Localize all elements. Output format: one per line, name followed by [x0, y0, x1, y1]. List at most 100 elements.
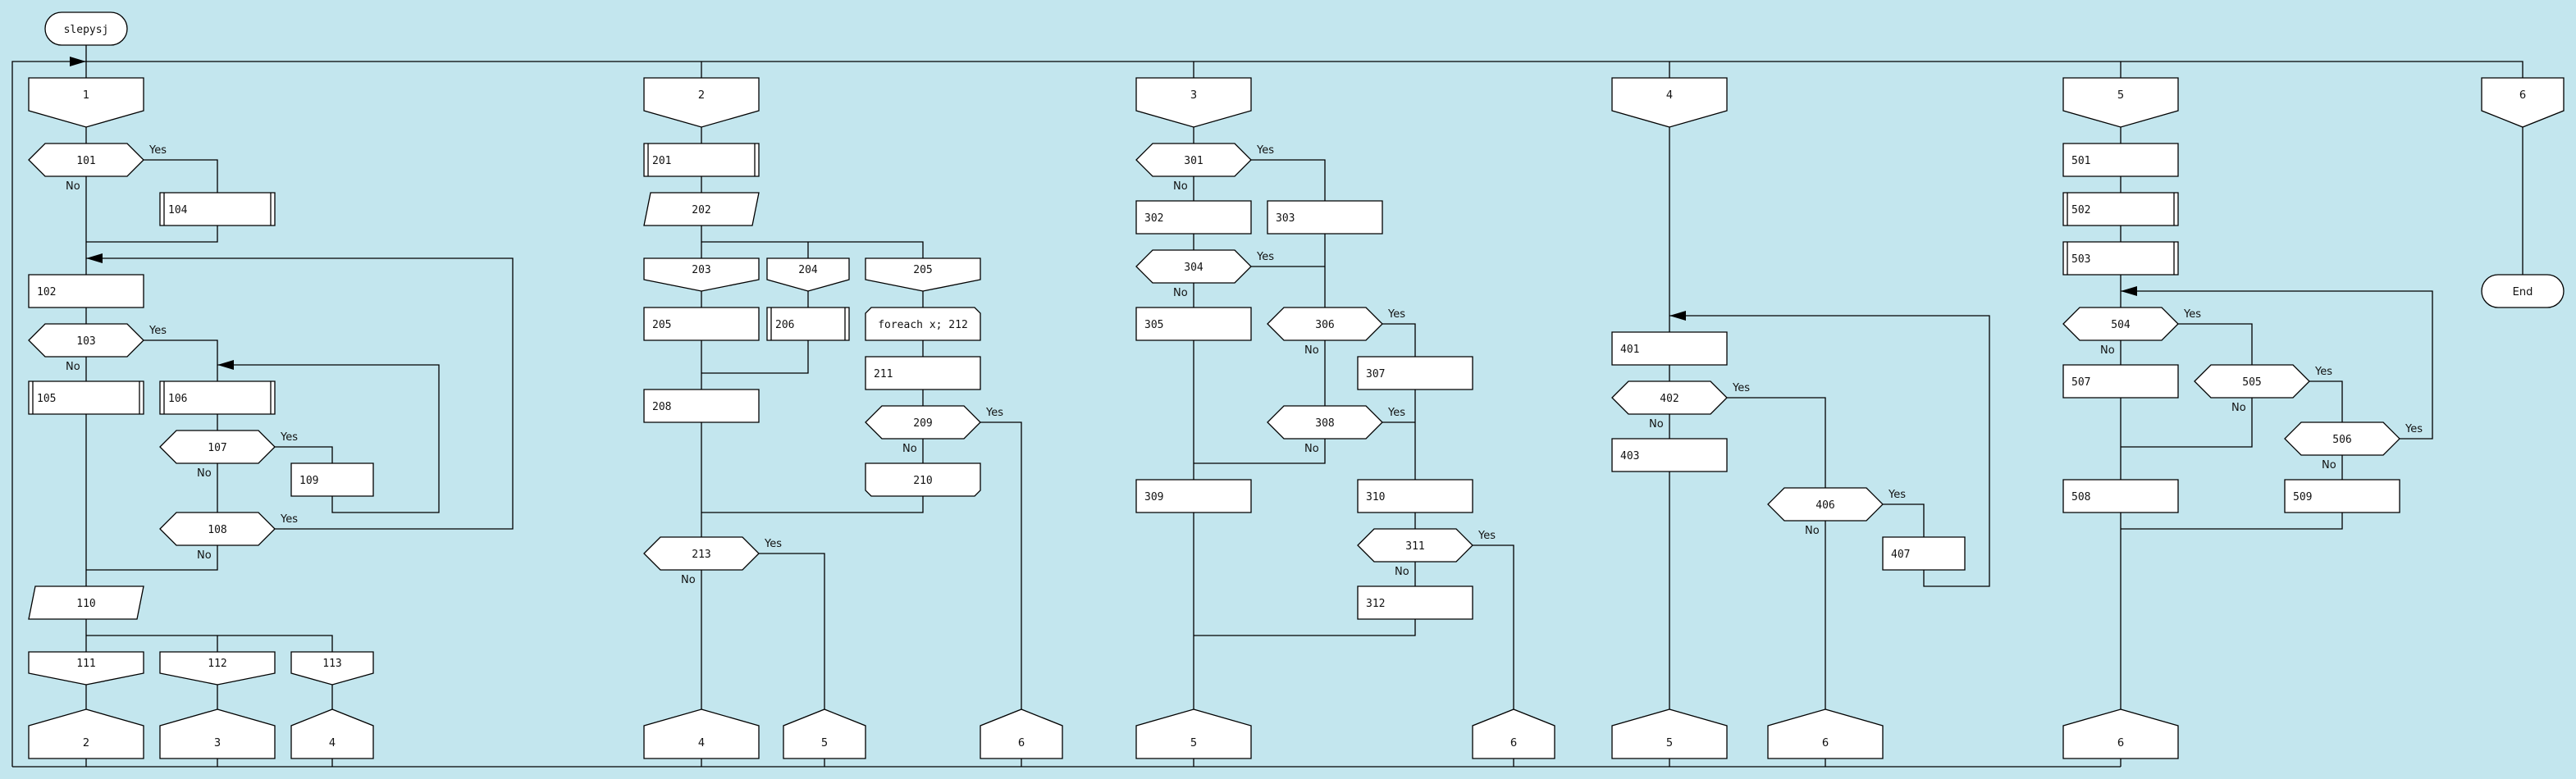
node-section-s3[interactable]: 3: [1135, 77, 1252, 128]
node-section-s1[interactable]: 1: [28, 77, 144, 128]
section-shape: [2481, 77, 2565, 128]
yes-label: Yes: [985, 407, 1003, 419]
node-process-n508[interactable]: 508: [2062, 479, 2179, 513]
node-decision-n506[interactable]: 506: [2284, 421, 2400, 456]
node-subroutine-n105[interactable]: 105: [28, 380, 144, 415]
no-label: No: [2322, 459, 2336, 472]
node-case-n203[interactable]: 203: [643, 257, 760, 292]
node-offpage-o2_6[interactable]: 6: [980, 708, 1063, 759]
section-shape: [643, 77, 760, 128]
offpage-shape: [28, 708, 144, 759]
node-terminal-end[interactable]: End: [2481, 274, 2565, 308]
node-case-n113[interactable]: 113: [290, 651, 374, 686]
node-process-n403[interactable]: 403: [1611, 438, 1728, 472]
node-process-n501[interactable]: 501: [2062, 143, 2179, 177]
node-process-n102[interactable]: 102: [28, 274, 144, 308]
node-offpage-o1_2[interactable]: 2: [28, 708, 144, 759]
node-label: 308: [1315, 417, 1334, 430]
node-process-n507[interactable]: 507: [2062, 364, 2179, 399]
node-process-n211[interactable]: 211: [865, 356, 981, 390]
node-decision-n213[interactable]: 213: [643, 536, 760, 571]
yes-label: Yes: [2183, 308, 2201, 321]
offpage-shape: [290, 708, 374, 759]
node-section-s6[interactable]: 6: [2481, 77, 2565, 128]
node-offpage-o5_6[interactable]: 6: [2062, 708, 2179, 759]
node-case-n111[interactable]: 111: [28, 651, 144, 686]
node-section-s2[interactable]: 2: [643, 77, 760, 128]
node-process-n305[interactable]: 305: [1135, 307, 1252, 341]
node-subroutine-n503[interactable]: 503: [2062, 241, 2179, 276]
node-subroutine-n502[interactable]: 502: [2062, 192, 2179, 226]
node-decision-n504[interactable]: 504: [2062, 307, 2179, 341]
node-loop-start-n212[interactable]: foreach x; 212: [865, 307, 981, 341]
offpage-shape: [1135, 708, 1252, 759]
node-process-n407[interactable]: 407: [1882, 536, 1966, 571]
node-label: 205: [652, 319, 671, 331]
node-offpage-o2_4[interactable]: 4: [643, 708, 760, 759]
subroutine-shape: [159, 380, 276, 415]
node-decision-n406[interactable]: 406: [1767, 487, 1884, 522]
node-process-n307[interactable]: 307: [1357, 356, 1473, 390]
node-section-s4[interactable]: 4: [1611, 77, 1728, 128]
node-label: 203: [692, 264, 710, 276]
node-case-n112[interactable]: 112: [159, 651, 276, 686]
node-process-n208[interactable]: 208: [643, 389, 760, 423]
node-decision-n103[interactable]: 103: [28, 323, 144, 358]
connector-line: [1473, 544, 1514, 709]
node-process-n310[interactable]: 310: [1357, 479, 1473, 513]
node-decision-n108[interactable]: 108: [159, 512, 276, 546]
node-io-n110[interactable]: 110: [28, 585, 144, 620]
no-label: No: [2100, 344, 2115, 357]
node-process-n312[interactable]: 312: [1357, 585, 1473, 620]
node-offpage-o1_4[interactable]: 4: [290, 708, 374, 759]
node-decision-n308[interactable]: 308: [1267, 405, 1383, 440]
node-offpage-o3_6[interactable]: 6: [1472, 708, 1555, 759]
node-subroutine-n206[interactable]: 206: [766, 307, 850, 341]
node-decision-n304[interactable]: 304: [1135, 249, 1252, 284]
node-case-n204[interactable]: 204: [766, 257, 850, 292]
node-decision-n311[interactable]: 311: [1357, 528, 1473, 563]
connector-line: [1194, 619, 1416, 636]
connector-line: [1382, 323, 1416, 357]
connector-line: [217, 364, 440, 513]
node-label: 4: [329, 737, 336, 749]
node-process-n509[interactable]: 509: [2284, 479, 2400, 513]
node-subroutine-n201[interactable]: 201: [643, 143, 760, 177]
connector-line: [11, 61, 2523, 767]
node-case-n205c[interactable]: 205: [865, 257, 981, 292]
node-loop-end-n210[interactable]: 210: [865, 462, 981, 497]
node-process-n303[interactable]: 303: [1267, 200, 1383, 235]
node-offpage-o1_3[interactable]: 3: [159, 708, 276, 759]
process-shape: [290, 462, 374, 497]
node-decision-n402[interactable]: 402: [1611, 380, 1728, 415]
node-subroutine-n106[interactable]: 106: [159, 380, 276, 415]
node-process-n109[interactable]: 109: [290, 462, 374, 497]
node-process-n309[interactable]: 309: [1135, 479, 1252, 513]
node-decision-n306[interactable]: 306: [1267, 307, 1383, 341]
node-label: 508: [2071, 491, 2090, 503]
node-offpage-o2_5[interactable]: 5: [783, 708, 866, 759]
node-section-s5[interactable]: 5: [2062, 77, 2179, 128]
node-process-n401[interactable]: 401: [1611, 331, 1728, 366]
case-shape: [28, 651, 144, 686]
node-offpage-o4_6[interactable]: 6: [1767, 708, 1884, 759]
node-subroutine-n104[interactable]: 104: [159, 192, 276, 226]
node-io-n202[interactable]: 202: [643, 192, 760, 226]
node-decision-n209[interactable]: 209: [865, 405, 981, 440]
node-decision-n107[interactable]: 107: [159, 430, 276, 464]
node-decision-n101[interactable]: 101: [28, 143, 144, 177]
process-shape: [1135, 479, 1252, 513]
node-process-n302[interactable]: 302: [1135, 200, 1252, 235]
node-label: 505: [2242, 376, 2261, 389]
node-label: 105: [37, 393, 56, 405]
node-process-n205[interactable]: 205: [643, 307, 760, 341]
node-label: 310: [1366, 491, 1385, 503]
node-label: 112: [208, 658, 226, 670]
connector-line: [2121, 398, 2253, 448]
node-terminal-start[interactable]: slepysj: [44, 11, 128, 46]
node-decision-n505[interactable]: 505: [2194, 364, 2310, 399]
node-decision-n301[interactable]: 301: [1135, 143, 1252, 177]
node-offpage-o4_5[interactable]: 5: [1611, 708, 1728, 759]
node-offpage-o3_5[interactable]: 5: [1135, 708, 1252, 759]
